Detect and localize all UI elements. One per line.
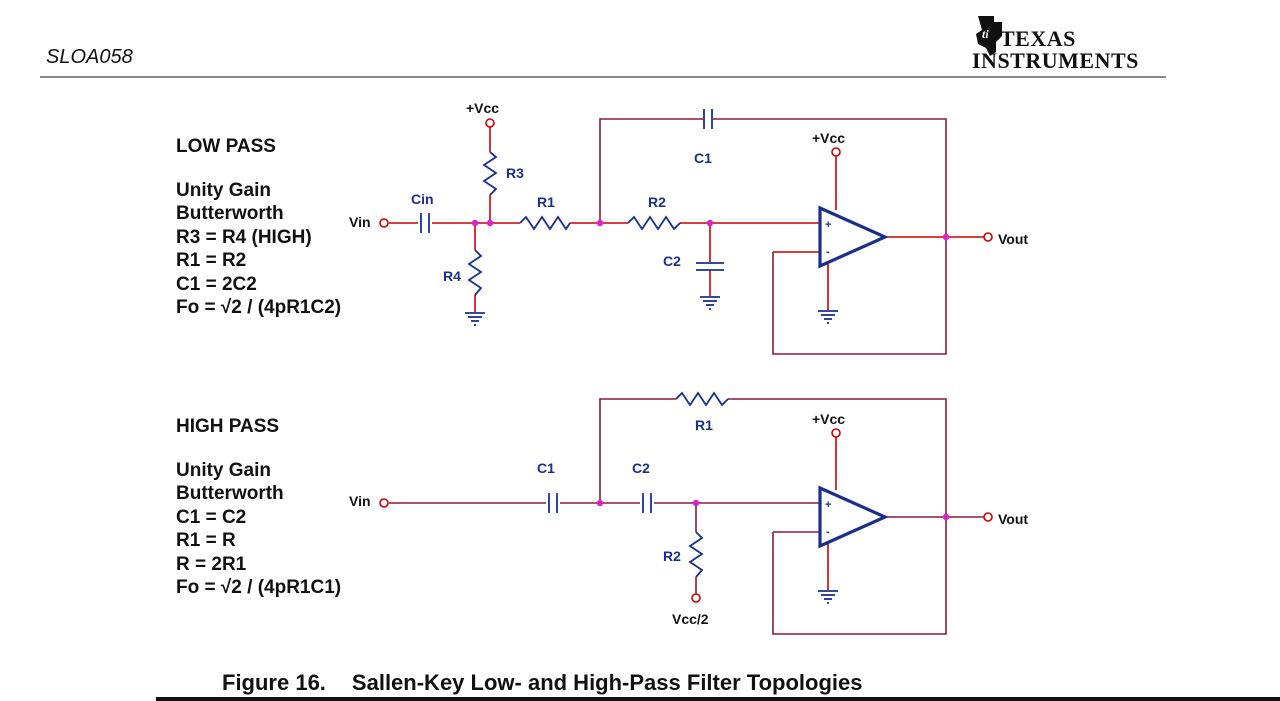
high-pass-circuit: Vin C1 C2 R1 R2 Vcc/2 +Vcc Vout + -: [349, 391, 1028, 635]
low-pass-cin-label: Cin: [411, 191, 434, 207]
ground-icon: [464, 312, 486, 326]
high-pass-note: R = 2R1: [176, 553, 247, 575]
low-pass-r4-resistor: [467, 249, 483, 296]
low-pass-op-amp: [818, 205, 889, 269]
figure-number: Figure 16.: [222, 670, 326, 695]
high-pass-vcc-half-label: Vcc/2: [672, 611, 709, 627]
low-pass-components: [420, 109, 839, 326]
low-pass-c2-label: C2: [663, 253, 681, 269]
high-pass-c1-label: C1: [537, 460, 555, 476]
company-logo-text: TEXAS INSTRUMENTS: [972, 26, 1139, 72]
high-pass-r1-resistor: [675, 391, 729, 407]
figure-caption: Figure 16. Sallen-Key Low- and High-Pass …: [222, 670, 862, 696]
low-pass-r2-resistor: [627, 215, 681, 231]
high-pass-note: C1 = C2: [176, 506, 247, 528]
low-pass-c1-label: C1: [694, 150, 712, 166]
low-pass-r3-resistor: [482, 151, 498, 196]
low-pass-opamp-vcc-label: +Vcc: [812, 130, 845, 146]
low-pass-vcc-label: +Vcc: [466, 100, 499, 116]
high-pass-r2-resistor: [688, 531, 704, 578]
figure-title: Sallen-Key Low- and High-Pass Filter Top…: [351, 670, 863, 695]
low-pass-vcc-terminal: [485, 118, 495, 128]
low-pass-terminals: [379, 118, 993, 242]
low-pass-r1-label: R1: [537, 194, 555, 210]
low-pass-junctions: [471, 219, 950, 241]
high-pass-wires: [389, 398, 984, 635]
document-id: SLOA058: [46, 46, 133, 68]
footer-rule: [156, 697, 1280, 701]
high-pass-opamp-vcc-label: +Vcc: [812, 411, 845, 427]
high-pass-op-amp: [818, 485, 889, 549]
low-pass-feedback-wires: [599, 118, 947, 355]
high-pass-supply-wires: [827, 437, 837, 590]
high-pass-note: Unity Gain: [176, 459, 272, 481]
low-pass-note: R3 = R4 (HIGH): [176, 226, 312, 248]
header-rule: [40, 76, 1166, 78]
svg-text:ti: ti: [982, 27, 989, 41]
logo-line-2: INSTRUMENTS: [972, 48, 1139, 73]
low-pass-note: Fo = √2 / (4pR1C2): [176, 297, 342, 318]
low-pass-minus-label: -: [826, 246, 830, 258]
low-pass-note: R1 = R2: [176, 250, 247, 271]
ground-icon: [817, 590, 839, 604]
ground-icon: [699, 296, 721, 310]
high-pass-notes: HIGH PASS Unity Gain Butterworth C1 = C2…: [176, 415, 341, 600]
high-pass-note: Butterworth: [176, 483, 284, 504]
low-pass-vin-label: Vin: [349, 214, 371, 230]
high-pass-vin-terminal: [379, 498, 389, 508]
low-pass-r3-label: R3: [506, 165, 524, 181]
low-pass-heading: LOW PASS: [176, 136, 276, 157]
low-pass-vout-terminal: [983, 232, 993, 242]
high-pass-c2-label: C2: [632, 460, 650, 476]
high-pass-heading: HIGH PASS: [176, 416, 280, 437]
low-pass-wires: [389, 127, 984, 312]
low-pass-plus-label: +: [825, 219, 831, 231]
low-pass-notes: LOW PASS Unity Gain Butterworth R3 = R4 …: [176, 135, 341, 320]
ground-icon: [817, 310, 839, 324]
high-pass-vcc-half-terminal: [691, 593, 701, 603]
low-pass-circuit: Vin Cin +Vcc R3 R4 R1 R2 C1 C2 +Vcc Vout…: [349, 100, 1028, 355]
low-pass-r4-label: R4: [443, 268, 461, 284]
low-pass-note: C1 = 2C2: [176, 273, 257, 295]
low-pass-vin-terminal: [379, 218, 389, 228]
high-pass-vout-label: Vout: [998, 511, 1028, 527]
low-pass-vout-label: Vout: [998, 231, 1028, 247]
high-pass-r1-label: R1: [695, 417, 713, 433]
high-pass-components: [548, 391, 839, 604]
high-pass-note: Fo = √2 / (4pR1C1): [176, 577, 342, 598]
high-pass-junctions: [596, 499, 950, 521]
high-pass-vout-terminal: [983, 512, 993, 522]
high-pass-terminals: [379, 428, 993, 603]
low-pass-note: Unity Gain: [176, 179, 272, 201]
low-pass-r2-label: R2: [648, 194, 666, 210]
ti-logo-icon: ti: [976, 16, 1002, 56]
low-pass-r1-resistor: [519, 215, 571, 231]
low-pass-note: Butterworth: [176, 203, 284, 224]
high-pass-vin-label: Vin: [349, 493, 371, 509]
high-pass-note: R1 = R: [176, 530, 236, 551]
high-pass-minus-label: -: [826, 526, 830, 538]
high-pass-r2-label: R2: [663, 548, 681, 564]
high-pass-opamp-vcc-terminal: [831, 428, 841, 438]
low-pass-opamp-vcc-terminal: [831, 147, 841, 157]
logo-line-1: TEXAS: [1000, 26, 1076, 51]
high-pass-plus-label: +: [825, 499, 831, 511]
